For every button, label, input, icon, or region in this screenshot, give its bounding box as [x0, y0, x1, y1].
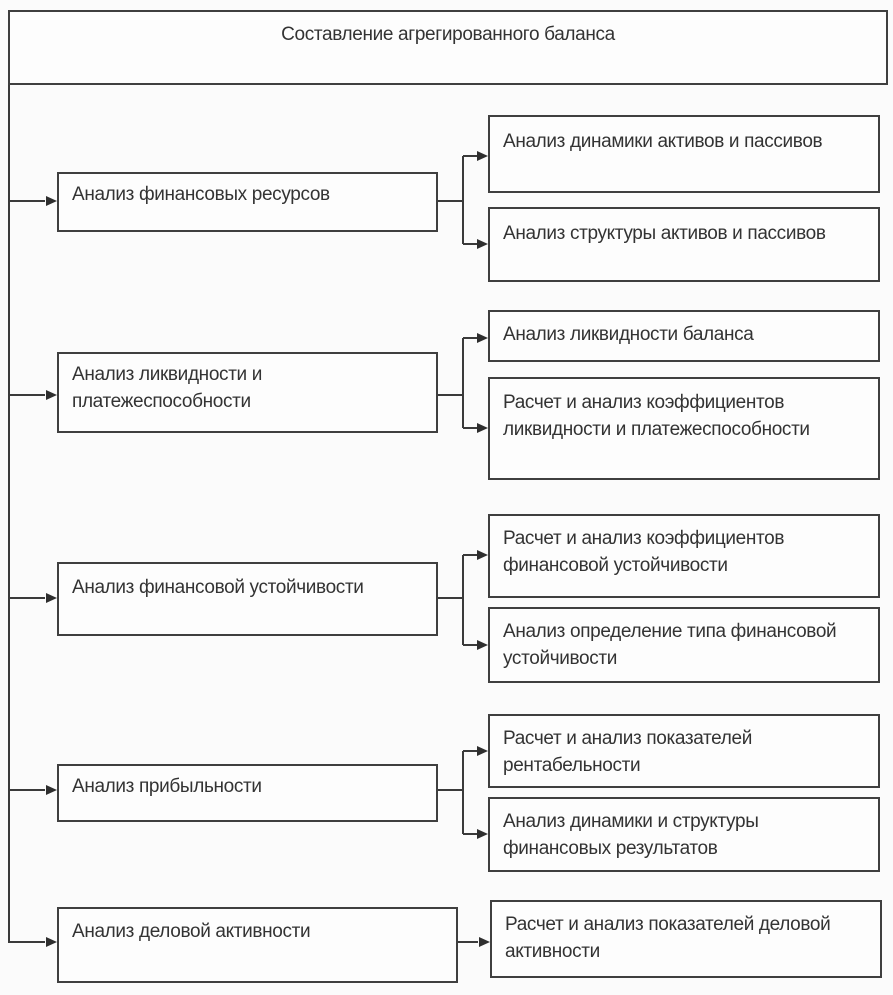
arrowhead-icon — [46, 593, 57, 603]
box-label: Анализ ликвидности и платежеспособности — [72, 364, 262, 412]
box-label: Анализ определение типа финансовой устой… — [503, 621, 837, 669]
main-box-profitability: Анализ прибыльности — [57, 764, 438, 822]
main-box-financial-stability: Анализ финансовой устойчивости — [57, 562, 438, 636]
branch-connector-row4 — [438, 750, 477, 835]
sub-box-business-activity-ratios: Расчет и анализ показателей деловой акти… — [490, 900, 882, 978]
box-label: Анализ деловой активности — [72, 921, 311, 942]
box-label: Анализ прибыльности — [72, 776, 262, 797]
main-box-liquidity-solvency: Анализ ликвидности и платежеспособности — [57, 352, 438, 433]
box-label: Анализ ликвидности баланса — [503, 324, 754, 345]
sub-box-profitability-ratios: Расчет и анализ показателей рентабельнос… — [488, 714, 880, 788]
arrowhead-icon — [46, 937, 57, 947]
main-box-financial-resources: Анализ финансовых ресурсов — [57, 172, 438, 232]
sub-box-stability-ratios: Расчет и анализ коэффициентов финансовой… — [488, 514, 880, 598]
arrowhead-icon — [46, 196, 57, 206]
sub-box-stability-type: Анализ определение типа финансовой устой… — [488, 607, 880, 683]
arrowhead-icon — [477, 239, 488, 249]
sub-box-assets-liabilities-dynamics: Анализ динамики активов и пассивов — [488, 115, 880, 193]
branch-connector-row2 — [438, 337, 477, 429]
branch-connector-row3 — [438, 554, 477, 646]
arrowhead-icon — [46, 785, 57, 795]
arrowhead-icon — [479, 937, 490, 947]
main-box-business-activity: Анализ деловой активности — [57, 907, 458, 983]
box-label: Расчет и анализ коэффициентов ликвидност… — [503, 392, 810, 440]
box-label: Анализ структуры активов и пассивов — [503, 223, 826, 244]
title-box: Составление агрегированного баланса — [8, 10, 888, 85]
branch-connector-row1 — [438, 155, 477, 245]
arrowhead-icon — [477, 151, 488, 161]
box-label: Анализ динамики и структуры финансовых р… — [503, 811, 759, 859]
box-label: Расчет и анализ показателей деловой акти… — [505, 914, 831, 962]
box-label: Расчет и анализ показателей рентабельнос… — [503, 728, 752, 776]
arrowhead-icon — [477, 333, 488, 343]
arrowhead-icon — [477, 829, 488, 839]
sub-box-assets-liabilities-structure: Анализ структуры активов и пассивов — [488, 207, 880, 282]
rail-connector — [8, 85, 45, 943]
arrowhead-icon — [477, 423, 488, 433]
box-label: Анализ финансовой устойчивости — [72, 577, 364, 598]
arrowhead-icon — [46, 390, 57, 400]
arrowhead-icon — [477, 746, 488, 756]
box-label: Анализ финансовых ресурсов — [72, 184, 330, 205]
sub-box-balance-liquidity: Анализ ликвидности баланса — [488, 310, 880, 362]
diagram-title: Составление агрегированного баланса — [281, 24, 615, 45]
arrowhead-icon — [477, 550, 488, 560]
sub-box-liquidity-solvency-ratios: Расчет и анализ коэффициентов ликвидност… — [488, 377, 880, 480]
box-label: Анализ динамики активов и пассивов — [503, 131, 823, 152]
box-label: Расчет и анализ коэффициентов финансовой… — [503, 528, 785, 576]
arrowhead-icon — [477, 640, 488, 650]
sub-box-financial-results: Анализ динамики и структуры финансовых р… — [488, 797, 880, 872]
